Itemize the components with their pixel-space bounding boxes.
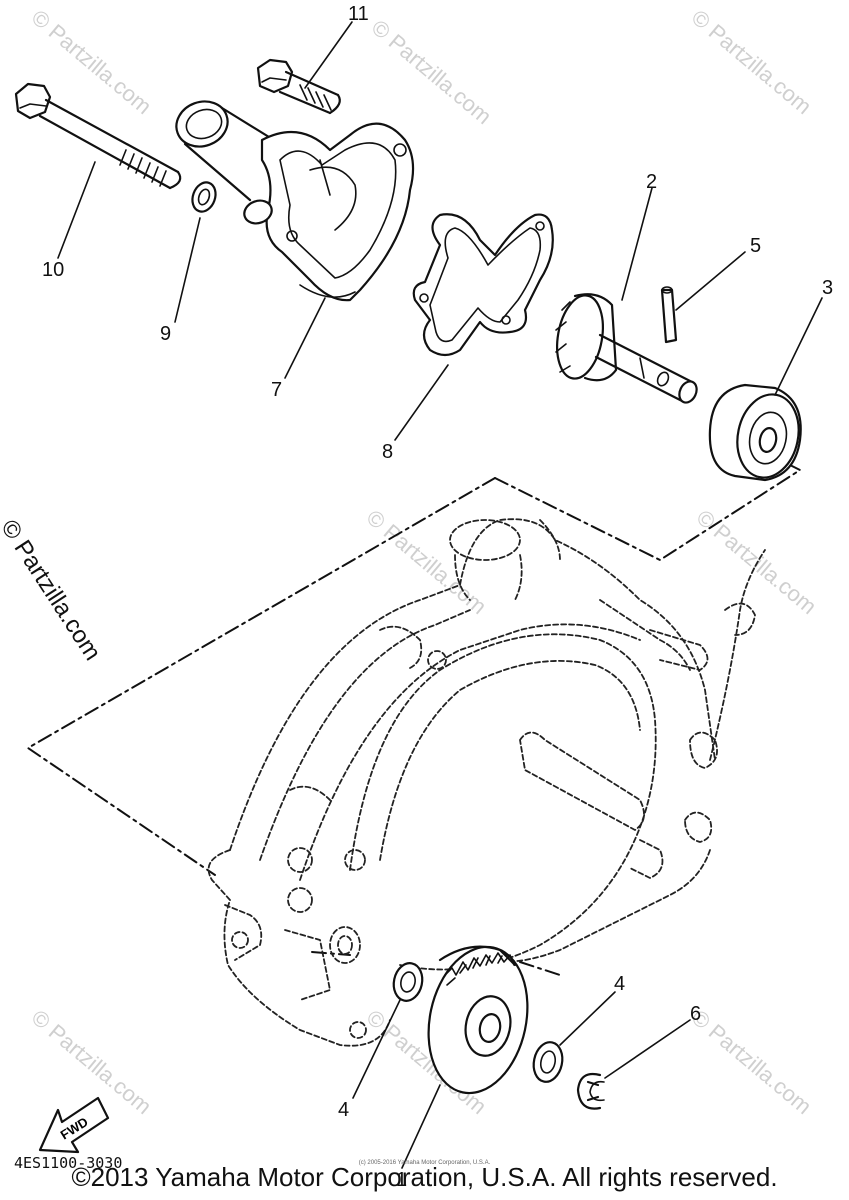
callouts: 11 10 9 7 8 2 5 3 4 1 4 6 (42, 3, 833, 1191)
callout-4-left: 4 (338, 1099, 349, 1121)
callout-5: 5 (750, 235, 761, 257)
watermark: © Partzilla.com (362, 505, 492, 619)
fwd-arrow: FWD (38, 1096, 110, 1154)
impeller-shaft (555, 293, 698, 404)
callout-6: 6 (690, 1003, 701, 1025)
callout-10: 10 (42, 259, 64, 281)
pin (660, 286, 678, 344)
bolt-short (256, 58, 341, 115)
washer-9 (191, 181, 217, 213)
callout-3: 3 (822, 277, 833, 299)
watermark: © Partzilla.com (687, 5, 817, 119)
pump-housing (175, 100, 415, 302)
bearing (708, 383, 802, 482)
copyright-notice: ©2013 Yamaha Motor Corporation, U.S.A. A… (71, 1162, 778, 1192)
callout-2: 2 (646, 171, 657, 193)
assembly-lines (26, 449, 803, 976)
small-copyright: (c) 2005-2016 Yamaha Motor Corporation, … (358, 1160, 491, 1166)
callout-4-right: 4 (614, 973, 625, 995)
watermark: © Partzilla.com (687, 1005, 817, 1119)
circlip (576, 1072, 605, 1110)
callout-9: 9 (160, 323, 171, 345)
watermark: © Partzilla.com (692, 505, 822, 619)
bolt-long (14, 82, 182, 190)
callout-1: 1 (396, 1169, 407, 1191)
watermark: © Partzilla.com (367, 15, 497, 129)
washer-4-left (392, 962, 424, 1002)
diagram-code: 4ES1100-3030 (14, 1154, 122, 1172)
leader-lines (57, 21, 823, 1169)
callout-11: 11 (348, 3, 369, 25)
washer-4-right (532, 1041, 564, 1083)
gasket (412, 213, 554, 357)
callout-8: 8 (382, 441, 393, 463)
drive-gear (427, 945, 529, 1095)
callout-7: 7 (271, 379, 282, 401)
